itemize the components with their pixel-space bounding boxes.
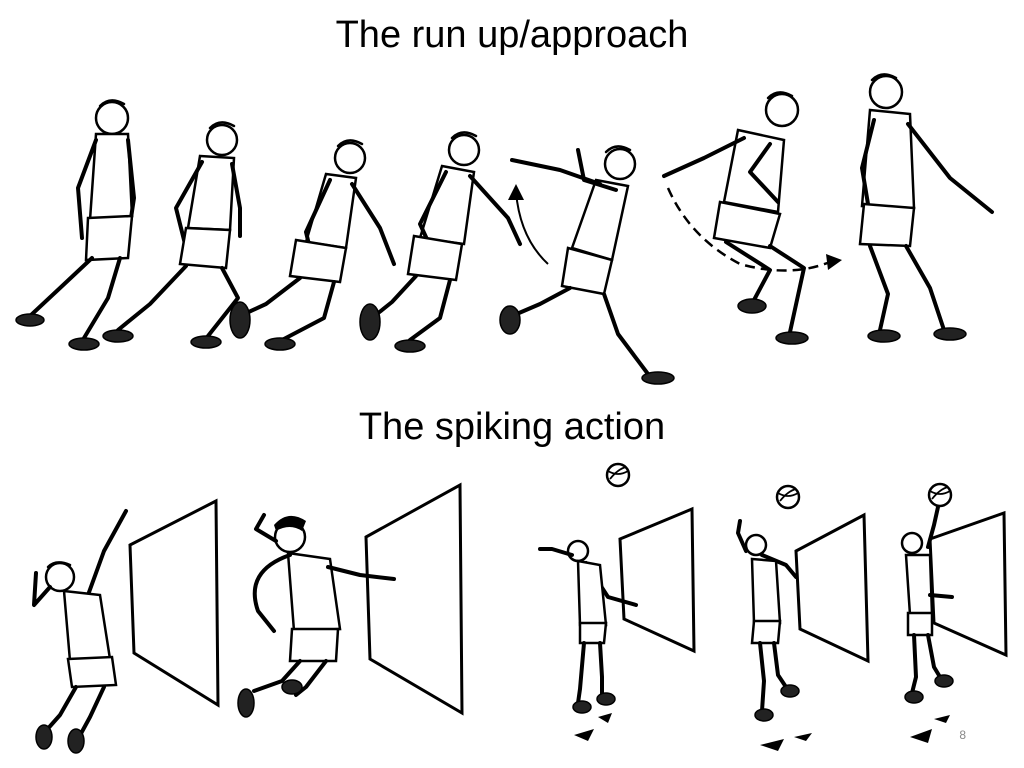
volleyball-ball-3 (927, 482, 953, 508)
volleyball-net-1 (128, 498, 220, 708)
volleyball-net-3 (618, 506, 696, 654)
approach-sequence-icon (15, 73, 994, 385)
volleyball-net-2 (364, 482, 464, 716)
volleyball-ball-2 (775, 484, 801, 510)
spiking-action-illustration (0, 455, 1024, 760)
approach-figure-1 (15, 99, 136, 351)
section-title-spiking-action: The spiking action (358, 406, 666, 448)
approach-figure-2 (102, 121, 242, 349)
spiker-figure-3 (538, 539, 638, 741)
section-title-run-up: The run up/approach (335, 14, 689, 56)
spiker-figure-1 (32, 509, 128, 754)
spike-net-sequence-icon (32, 462, 1008, 754)
approach-figure-3 (229, 139, 396, 351)
volleyball-net-5 (928, 510, 1008, 658)
approach-figure-4 (359, 131, 522, 353)
spiker-figure-5 (900, 505, 954, 743)
run-up-approach-illustration (0, 68, 1024, 398)
slide-page-number: 8 (959, 728, 966, 742)
spiker-figure-4 (736, 519, 812, 751)
approach-figure-7 (858, 73, 994, 343)
approach-figure-6 (662, 91, 842, 345)
spiker-figure-2 (237, 513, 396, 718)
volleyball-net-4 (794, 512, 870, 664)
approach-figure-5 (499, 145, 675, 385)
volleyball-ball-1 (605, 462, 631, 488)
